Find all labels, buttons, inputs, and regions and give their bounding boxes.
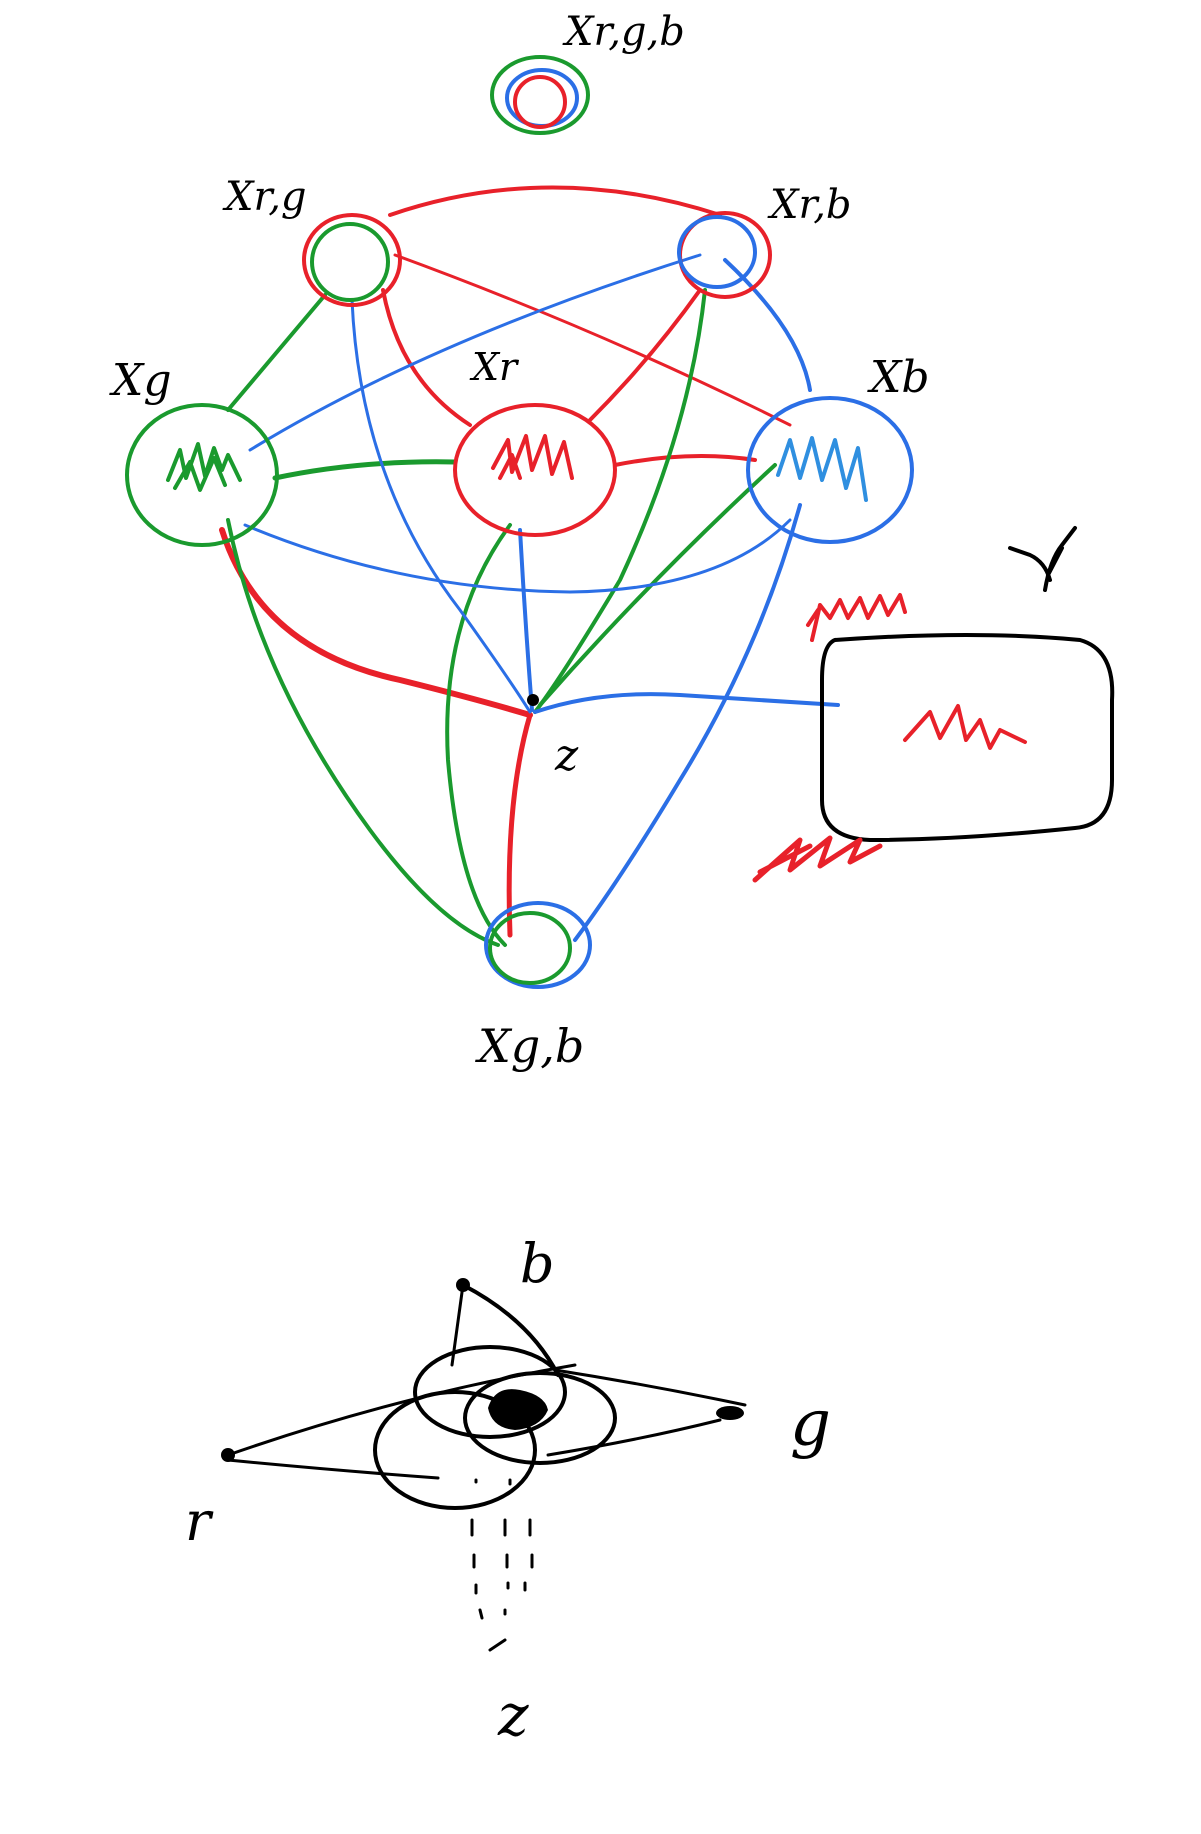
projection-dots: [470, 1478, 534, 1652]
label-z-top: z: [554, 730, 579, 781]
node-xg: [125, 403, 279, 547]
label-g-vertex: g: [790, 1387, 831, 1461]
edge-xr-xb: [613, 454, 757, 467]
label-b-vertex: b: [520, 1232, 555, 1295]
node-xrgb: [490, 55, 590, 135]
label-z-bottom: z: [497, 1681, 529, 1749]
edges: [219, 185, 840, 947]
edge-z-xgb: [506, 712, 533, 938]
line-b-right: [461, 1283, 560, 1377]
line-center-g-upper: [553, 1368, 747, 1407]
line-center-g-lower: [546, 1418, 722, 1457]
eye-icon: [1008, 526, 1077, 592]
vertex-b-dot: [456, 1278, 470, 1292]
label-x-rg: Xr,g: [222, 174, 307, 220]
edge-z-box: [533, 692, 840, 714]
edge-xg-xr: [272, 459, 458, 481]
label-x-gb: Xg,b: [475, 1019, 584, 1073]
ellipse-upper: [413, 1345, 567, 1439]
edge-xb-z: [538, 463, 777, 707]
label-x-rgb: Xr,g,b: [562, 9, 685, 55]
edge-xrg-z: [350, 298, 532, 714]
box-hatch-inner: [903, 704, 1027, 750]
edge-xrg-xrb: [388, 185, 722, 217]
box-hatch-top: [806, 593, 907, 642]
edge-xg-z: [219, 527, 533, 718]
edge-xrg-xg: [226, 293, 327, 412]
label-x-g: Xg: [109, 355, 172, 406]
node-xgb: [484, 901, 592, 989]
edge-xrb-xb: [723, 258, 812, 392]
xr-hatch: [491, 434, 574, 480]
center-fill: [488, 1389, 548, 1430]
xg-hatch: [166, 442, 242, 492]
label-r-vertex: r: [185, 1490, 214, 1553]
image-box: [752, 526, 1115, 883]
xb-hatch: [776, 436, 868, 502]
label-x-r: Xr: [469, 345, 520, 389]
edge-xr-z-blue: [518, 528, 534, 712]
edge-xrb-xg: [248, 253, 702, 452]
edge-xrg-xb: [393, 253, 792, 427]
line-r-lower: [226, 1458, 440, 1480]
edge-xb-xgb: [573, 503, 802, 942]
edge-xrb-xr: [588, 288, 702, 422]
node-xb: [746, 396, 914, 544]
node-xr: [453, 403, 617, 537]
bottom-diagram: [221, 1278, 747, 1652]
edge-xg-xb: [243, 518, 792, 594]
ellipse-right: [463, 1371, 617, 1465]
vertex-r-dot: [221, 1448, 235, 1462]
label-x-rb: Xr,b: [767, 182, 852, 228]
node-xrg: [302, 213, 402, 307]
ellipse-lower: [373, 1390, 537, 1510]
vertex-g-dot: [716, 1406, 744, 1420]
edge-xrb-z: [533, 288, 707, 714]
edge-xrg-xr: [381, 288, 472, 427]
node-xrb: [677, 211, 772, 299]
box-hatch-bottom: [752, 835, 883, 883]
label-x-b: Xb: [867, 352, 930, 403]
edge-xg-xgb: [226, 518, 500, 947]
z-node-dot: [527, 694, 539, 706]
